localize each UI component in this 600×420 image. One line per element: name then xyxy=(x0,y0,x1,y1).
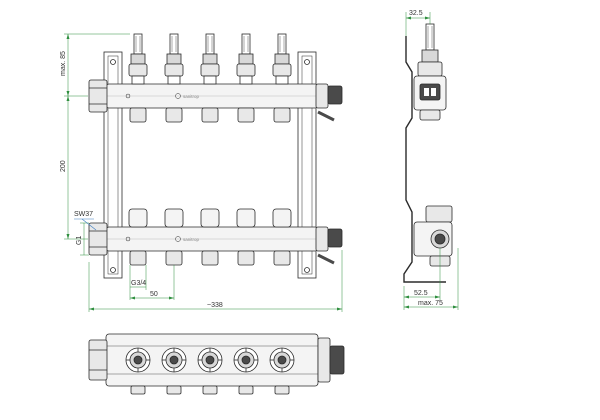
dim-g1: G1 xyxy=(76,236,83,245)
drain-valve-top xyxy=(327,85,343,105)
dim-sw37: SW37 xyxy=(74,211,93,218)
supply-outlets xyxy=(129,107,291,123)
front-view xyxy=(88,33,343,279)
brand-label-bottom: sanitrop xyxy=(183,237,200,242)
inlet-nut-top xyxy=(88,79,108,113)
top-view-outlets xyxy=(130,385,290,395)
dim-g34: G3/4 xyxy=(131,280,146,287)
dim-max85: max. 85 xyxy=(60,51,67,76)
inlet-nut-bottom xyxy=(88,222,108,256)
dim-52-5: 52.5 xyxy=(414,290,428,297)
side-bracket xyxy=(403,36,446,283)
brand-label-top: sanitrop xyxy=(183,94,200,99)
dim-32-5: 32.5 xyxy=(409,10,423,17)
return-outlets xyxy=(129,250,291,266)
drain-valve-bottom xyxy=(327,228,343,248)
top-view-drain xyxy=(329,345,345,375)
top-view xyxy=(88,333,345,395)
side-view xyxy=(403,23,453,283)
sw37-leader xyxy=(81,218,97,231)
left-bracket xyxy=(103,51,123,279)
dim-50: 50 xyxy=(150,291,158,298)
dim-200: 200 xyxy=(60,160,67,172)
dim-338: ~338 xyxy=(207,302,223,309)
flowmeter-row xyxy=(128,33,292,85)
dim-max75: max. 75 xyxy=(418,300,443,307)
return-valve-caps xyxy=(128,208,292,228)
top-view-knobs xyxy=(125,347,295,373)
front-dimensions xyxy=(64,33,343,312)
right-bracket xyxy=(297,51,317,279)
